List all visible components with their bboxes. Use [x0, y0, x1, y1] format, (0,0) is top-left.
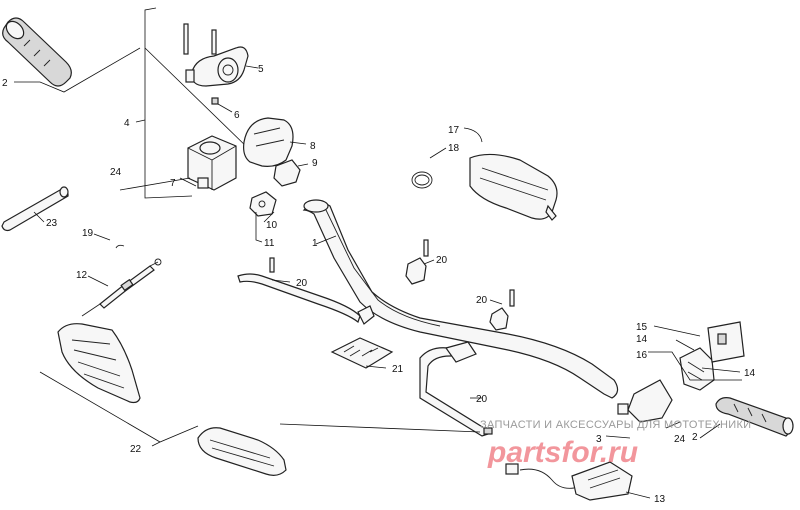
- leader-20c: [271, 279, 291, 283]
- handguard-left-22: [57, 323, 141, 404]
- leader-2c: [699, 423, 721, 439]
- leader-9: [297, 163, 309, 167]
- leader-21: [365, 365, 387, 369]
- leader-10: [263, 211, 275, 223]
- leader-12: [87, 275, 109, 287]
- leader-23: [33, 211, 45, 223]
- leader-2a: [14, 47, 141, 93]
- callout-18: 18: [448, 143, 460, 154]
- leader-11: [255, 212, 263, 243]
- watermark-brand: partsfor.ru: [487, 436, 638, 469]
- right-bracket-plate: [617, 379, 673, 423]
- clamp-upper: [405, 239, 429, 285]
- callout-14: 14: [636, 334, 648, 345]
- callout-20-clamp-upper: 20: [436, 255, 448, 266]
- callout-16: 16: [636, 350, 648, 361]
- callout-21: 21: [392, 364, 404, 375]
- leader-16: [648, 351, 742, 381]
- leader-13: [625, 491, 651, 499]
- callout-20-strap: 20: [296, 278, 308, 289]
- callout-11: 11: [264, 238, 275, 249]
- leader-7: [179, 177, 197, 187]
- leader-1: [315, 235, 337, 245]
- callout-1: 1: [312, 238, 318, 249]
- callout-19: 19: [82, 228, 94, 239]
- callout-8: 8: [310, 141, 316, 152]
- leader-18: [429, 147, 447, 159]
- switch-10: [249, 191, 277, 217]
- callout-2-right: 2: [692, 432, 698, 443]
- brace-strap: [237, 257, 375, 325]
- leader-24a: [119, 177, 191, 191]
- bracket-22: [39, 371, 199, 447]
- grip-left: [2, 17, 72, 87]
- leader-4b: [144, 47, 251, 151]
- leader-20a: [423, 259, 435, 265]
- switch-cover: [243, 117, 294, 167]
- right-switch-panel: [707, 321, 745, 363]
- callout-15: 15: [636, 322, 648, 333]
- perch-housing: [187, 135, 237, 191]
- callout-22: 22: [130, 444, 142, 455]
- callout-4: 4: [124, 118, 130, 129]
- callout-13: 13: [654, 494, 666, 505]
- callout-20-clamp-right: 20: [476, 295, 488, 306]
- wire-harness: [505, 461, 633, 501]
- grip-right: [715, 397, 794, 437]
- callout-10: 10: [266, 220, 278, 231]
- callout-23: 23: [46, 218, 58, 229]
- clamp-right: [489, 289, 515, 331]
- handguard-right-22: [197, 427, 287, 476]
- leader-14a: [675, 339, 695, 351]
- leader-17: [463, 127, 483, 143]
- callout-7: 7: [170, 178, 176, 189]
- callout-12: 12: [76, 270, 88, 281]
- leader-5: [245, 65, 259, 69]
- watermark-tagline: ЗАПЧАСТИ И АКСЕССУАРЫ ДЛЯ МОТОТЕХНИКИ: [480, 419, 751, 431]
- leader-4: [135, 119, 146, 123]
- leader-20b: [489, 299, 503, 305]
- callout-17: 17: [448, 125, 460, 136]
- callout-9: 9: [312, 158, 318, 169]
- hardware-kit: [330, 337, 394, 369]
- leader-14b: [701, 367, 741, 373]
- lever-assembly: [183, 23, 249, 105]
- band-18: [411, 171, 433, 189]
- callout-5: 5: [258, 64, 264, 75]
- callout-2: 2: [2, 78, 8, 89]
- lower-brace: [419, 341, 493, 437]
- leader-19: [93, 233, 111, 241]
- bracket-4: [144, 7, 193, 199]
- switch-9: [273, 159, 301, 187]
- leader-8: [289, 141, 307, 145]
- callout-24: 24: [110, 167, 122, 178]
- callout-6: 6: [234, 110, 240, 121]
- leader-15: [653, 325, 701, 337]
- leader-24b: [665, 421, 681, 429]
- handlebar: [302, 199, 619, 399]
- leader-6: [217, 103, 233, 113]
- callout-20-brace: 20: [476, 394, 488, 405]
- handguard-17: [469, 153, 558, 221]
- callout-3: 3: [596, 434, 602, 445]
- throttle-cable: [81, 244, 162, 317]
- callout-24-right: 24: [674, 434, 686, 445]
- callout-14-right: 14: [744, 368, 756, 379]
- leader-3: [605, 435, 631, 439]
- bracket-22-right: [279, 423, 481, 433]
- bar-23: [1, 186, 69, 232]
